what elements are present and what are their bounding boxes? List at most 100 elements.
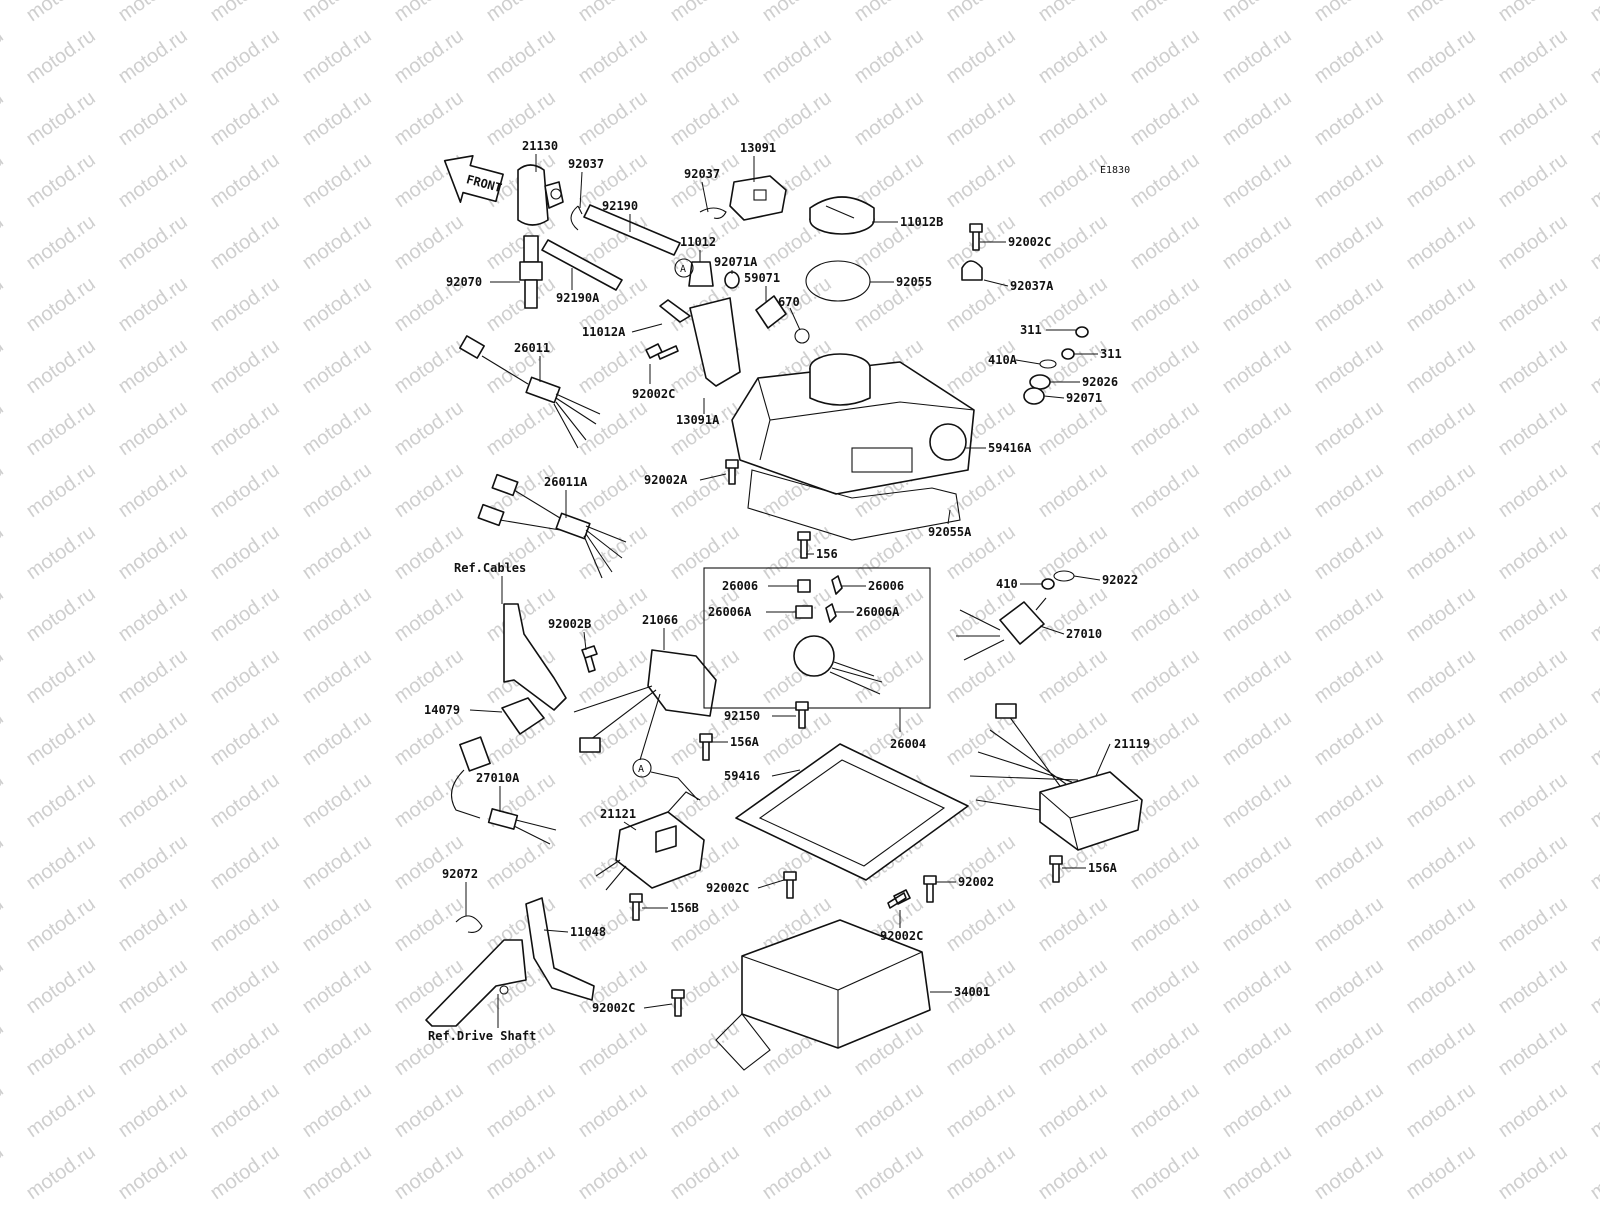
watermark-text: motod.ru [22, 707, 99, 770]
watermark-text: motod.ru [114, 335, 191, 398]
watermark-text: motod.ru [574, 583, 651, 646]
bolt-part [725, 459, 739, 485]
watermark-text: motod.ru [114, 583, 191, 646]
watermark-text: motod.ru [206, 521, 283, 584]
part-number-label: 21121 [600, 807, 636, 821]
part-number-label: 21130 [522, 139, 558, 153]
watermark-text: motod.ru [114, 645, 191, 708]
fitting-part [755, 295, 787, 329]
watermark-text: motod.ru [1494, 1017, 1571, 1080]
watermark-text: motod.ru [206, 707, 283, 770]
seal-part [1061, 348, 1075, 360]
watermark-text: motod.ru [114, 955, 191, 1018]
cap-part [688, 261, 714, 287]
part-number-label: 34001 [954, 985, 990, 999]
watermark-text: motod.ru [850, 25, 927, 88]
watermark-text: motod.ru [1402, 459, 1479, 522]
watermark-text: motod.ru [942, 893, 1019, 956]
watermark-text: motod.ru [298, 459, 375, 522]
watermark-text: motod.ru [1310, 335, 1387, 398]
watermark-text: motod.ru [206, 1079, 283, 1142]
watermark-text: motod.ru [1126, 211, 1203, 274]
watermark-text: motod.ru [1586, 707, 1600, 770]
watermark-text: motod.ru [0, 273, 8, 336]
leader-line [757, 879, 785, 889]
watermark-text: motod.ru [574, 1079, 651, 1142]
watermark-text: motod.ru [390, 583, 467, 646]
watermark-text: motod.ru [758, 1141, 835, 1200]
watermark-text: motod.ru [1310, 25, 1387, 88]
watermark-text: motod.ru [390, 831, 467, 894]
watermark-text: motod.ru [22, 831, 99, 894]
watermark-text: motod.ru [1126, 1079, 1203, 1142]
part-number-label: 26011 [514, 341, 550, 355]
marker-label: A [680, 264, 686, 275]
watermark-text: motod.ru [1494, 1079, 1571, 1142]
part-number-label: 59416A [988, 441, 1032, 455]
part-number-label: 92071 [1066, 391, 1102, 405]
watermark-text: motod.ru [1402, 831, 1479, 894]
part-number-label: 26006 [868, 579, 904, 593]
base-bracket-part [715, 919, 931, 1071]
watermark-text: motod.ru [22, 521, 99, 584]
watermark-text: motod.ru [1402, 149, 1479, 212]
o-ring-part [794, 328, 810, 344]
watermark-text: motod.ru [1402, 1017, 1479, 1080]
watermark-text: motod.ru [942, 87, 1019, 150]
part-number-label: 14079 [424, 703, 460, 717]
watermark-text: motod.ru [1218, 397, 1295, 460]
part-number-label: 92037 [568, 157, 604, 171]
watermark-text: motod.ru [1126, 0, 1203, 26]
watermark-text: motod.ru [1494, 397, 1571, 460]
seal-part [1041, 578, 1055, 590]
watermark-text: motod.ru [1310, 459, 1387, 522]
watermark-text: motod.ru [22, 0, 99, 26]
watermark-text: motod.ru [1494, 893, 1571, 956]
front-arrow-icon: FRONT [443, 155, 504, 204]
watermark-text: motod.ru [482, 0, 559, 26]
part-number-label: 92190 [602, 199, 638, 213]
watermark-text: motod.ru [850, 0, 927, 26]
watermark-text: motod.ru [482, 397, 559, 460]
fuse-part [797, 579, 811, 593]
watermark-text: motod.ru [1494, 459, 1571, 522]
watermark-text: motod.ru [1126, 1141, 1203, 1200]
watermark-text: motod.ru [666, 521, 743, 584]
watermark-text: motod.ru [1310, 707, 1387, 770]
bolt-part [645, 343, 679, 360]
part-number-label: 92072 [442, 867, 478, 881]
reference-marker-a: A [674, 258, 694, 278]
clip-part [455, 915, 483, 933]
watermark-text: motod.ru [1218, 831, 1295, 894]
watermark-text: motod.ru [0, 1017, 8, 1080]
watermark-text: motod.ru [850, 1141, 927, 1200]
watermark-text: motod.ru [942, 273, 1019, 336]
part-number-label: 92002C [1008, 235, 1051, 249]
watermark-text: motod.ru [114, 831, 191, 894]
bracket-part [689, 297, 741, 387]
watermark-text: motod.ru [1586, 893, 1600, 956]
watermark-text: motod.ru [1494, 0, 1571, 26]
watermark-text: motod.ru [22, 149, 99, 212]
leader-line [1095, 743, 1111, 777]
watermark-text: motod.ru [1586, 149, 1600, 212]
watermark-text: motod.ru [1402, 583, 1479, 646]
watermark-text: motod.ru [0, 87, 8, 150]
clip-part [570, 205, 583, 231]
part-number-label: 11012A [582, 325, 626, 339]
part-number-label: 670 [778, 295, 800, 309]
part-number-label: 92002A [644, 473, 688, 487]
part-number-label: 92055 [896, 275, 932, 289]
washer-part [1039, 359, 1057, 369]
watermark-text: motod.ru [942, 149, 1019, 212]
fuse-part [825, 603, 837, 623]
watermark-text: motod.ru [1310, 1141, 1387, 1200]
part-number-label: 11012B [900, 215, 943, 229]
bracket-part [659, 299, 691, 323]
watermark-text: motod.ru [22, 87, 99, 150]
bracket-part [729, 175, 787, 221]
bolt-part [969, 223, 983, 251]
watermark-text: motod.ru [206, 0, 283, 26]
watermark-text: motod.ru [114, 893, 191, 956]
